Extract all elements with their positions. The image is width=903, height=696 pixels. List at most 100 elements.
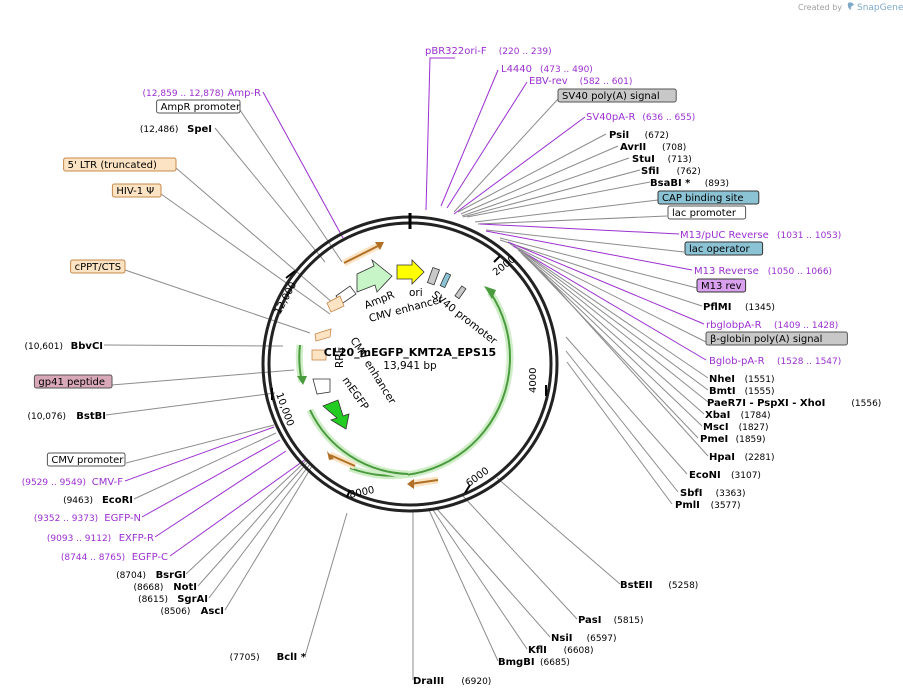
tick-label-4000: 4000 [528, 368, 539, 393]
primer-name: SV40pA-R [586, 112, 635, 123]
map-label-m13-reverse: M13 Reverse(1050 .. 1066) [694, 266, 832, 277]
map-label-ampr-promoter: AmpR promoter [156, 99, 241, 114]
site-position: (6608) [564, 646, 594, 656]
map-label-m13-rev: M13 rev [696, 278, 747, 293]
site-position: (1784) [741, 411, 771, 421]
map-label-sv40-poly-a-signal: SV40 poly(A) signal [557, 88, 677, 103]
primer-position: (636 .. 655) [642, 113, 695, 123]
scale-ticks [271, 255, 547, 498]
site-position: (893) [705, 179, 729, 189]
site-name: BstEII [620, 580, 653, 591]
feature-name: CMV promoter [51, 455, 124, 466]
site-name: PmlI [675, 500, 700, 511]
site-name: EcoRI [102, 495, 133, 506]
site-name: SfiI [641, 166, 659, 177]
feature-box [111, 183, 162, 198]
primer-position: (8744 .. 8765) [61, 553, 125, 563]
site-position: (672) [645, 131, 669, 141]
map-label-cap-binding-site: CAP binding site [657, 190, 760, 205]
map-label-lac-operator: lac operator [684, 241, 764, 256]
primer-name: EBV-rev [529, 76, 568, 87]
primer-position: (9352 .. 9373) [34, 514, 98, 524]
site-position: (8668) [133, 583, 163, 593]
site-name: AscI [201, 606, 224, 617]
primer-name: pBR322ori-F [425, 46, 487, 57]
megfp-arrow-icon [322, 399, 350, 430]
site-position: (1556) [851, 399, 881, 409]
site-position: (3577) [711, 501, 741, 511]
site-name: BstBI [76, 411, 106, 422]
map-label-spei: SpeI(12,486) [140, 124, 212, 135]
feature-box [63, 157, 177, 172]
site-name: PasI [578, 615, 601, 626]
primer-position: (473 .. 490) [540, 65, 593, 75]
site-position: (6597) [587, 634, 617, 644]
map-label-gp41-peptide: gp41 peptide [33, 374, 113, 389]
map-label-amp-r: Amp-R(12,859 .. 12,878) [143, 88, 261, 99]
map-label-egfp-n: EGFP-N (9352 .. 9373) [34, 513, 141, 524]
credit-prefix: Created by [798, 3, 842, 12]
primer-name: M13/pUC Reverse [680, 230, 769, 241]
map-label-bsrgi: BsrGI(8704) [116, 570, 186, 581]
feature-box [33, 374, 113, 389]
primer-name: EGFP-N [104, 513, 141, 524]
inner-features [311, 258, 467, 430]
feature-name: cPPT/CTS [75, 262, 121, 273]
map-label-pflmi: PflMI(1345) [703, 302, 775, 313]
site-name: AvrII [620, 142, 646, 153]
map-label-hiv-1: HIV-1 Ψ [111, 183, 162, 198]
site-name: SgrAI [177, 594, 208, 605]
site-name: StuI [632, 154, 655, 165]
site-position: (8704) [116, 571, 146, 581]
map-label-l4440: L4440(473 .. 490) [501, 64, 593, 75]
site-position: (2281) [745, 453, 775, 463]
map-label-draiii: DraIII(6920) [413, 676, 491, 687]
feature-box [684, 241, 764, 256]
primer-name: CMV-F [92, 477, 123, 488]
site-position: (9463) [63, 496, 93, 506]
map-label-pasi: PasI(5815) [578, 615, 644, 626]
site-name: NheI [709, 374, 735, 385]
label-connector-lines [103, 57, 709, 680]
site-position: (7705) [230, 653, 260, 663]
feature-box [70, 259, 126, 274]
site-name: PsiI [609, 130, 629, 141]
map-label-5-ltr-truncated: 5' LTR (truncated) [63, 157, 177, 172]
map-label-globin-poly-a-signal: β-globin poly(A) signal [705, 331, 848, 346]
site-name: NotI [173, 582, 197, 593]
feature-box [156, 99, 241, 114]
primer-position: (1031 .. 1053) [777, 231, 841, 241]
site-position: (6920) [461, 677, 491, 687]
primer-name: Bglob-pA-R [709, 356, 765, 367]
site-name: SpeI [187, 124, 212, 135]
site-position: (713) [668, 155, 692, 165]
feature-name: β-globin poly(A) signal [710, 334, 822, 345]
map-label-stui: StuI (713) [632, 154, 692, 165]
site-position: (8506) [160, 607, 190, 617]
map-label-sgrai: SgrAI(8615) [138, 594, 208, 605]
map-label-bstbi: BstBI(10,076) [27, 411, 106, 422]
map-label-paer7i-pspxi-xhoi: PaeR7I - PspXI - XhoI(1556) [707, 398, 881, 409]
feature-name: CAP binding site [662, 193, 744, 204]
map-label-hpai: HpaI(2281) [709, 452, 775, 463]
map-label-lac-promoter: lac promoter [667, 205, 747, 220]
map-label-sv40pa-r: SV40pA-R (636 .. 655) [586, 112, 695, 123]
map-label-econi: EcoNI(3107) [689, 470, 761, 481]
plasmid-name: CL20_mEGFP_KMT2A_EPS15 [324, 346, 496, 359]
map-label-bbvci: BbvCI(10,601) [24, 341, 103, 352]
map-label-cmv-f: CMV-F(9529 .. 9549) [22, 477, 124, 488]
primer-position: (1528 .. 1547) [777, 357, 841, 367]
site-name: BmtI [709, 386, 736, 397]
site-position: (3107) [731, 471, 761, 481]
feature-name: 5' LTR (truncated) [68, 160, 157, 171]
site-position: (3363) [716, 489, 746, 499]
feature-name: M13 rev [701, 281, 742, 292]
map-label-sbfi: SbfI(3363) [680, 488, 746, 499]
site-position: (1551) [745, 375, 775, 385]
inner-label-rre: RRE [334, 347, 346, 368]
map-label-asci: AscI (8506) [160, 606, 224, 617]
feature-name: lac promoter [672, 208, 737, 219]
feature-box [696, 278, 747, 293]
primer-name: EGFP-C [132, 552, 168, 563]
site-position: (1345) [745, 303, 775, 313]
